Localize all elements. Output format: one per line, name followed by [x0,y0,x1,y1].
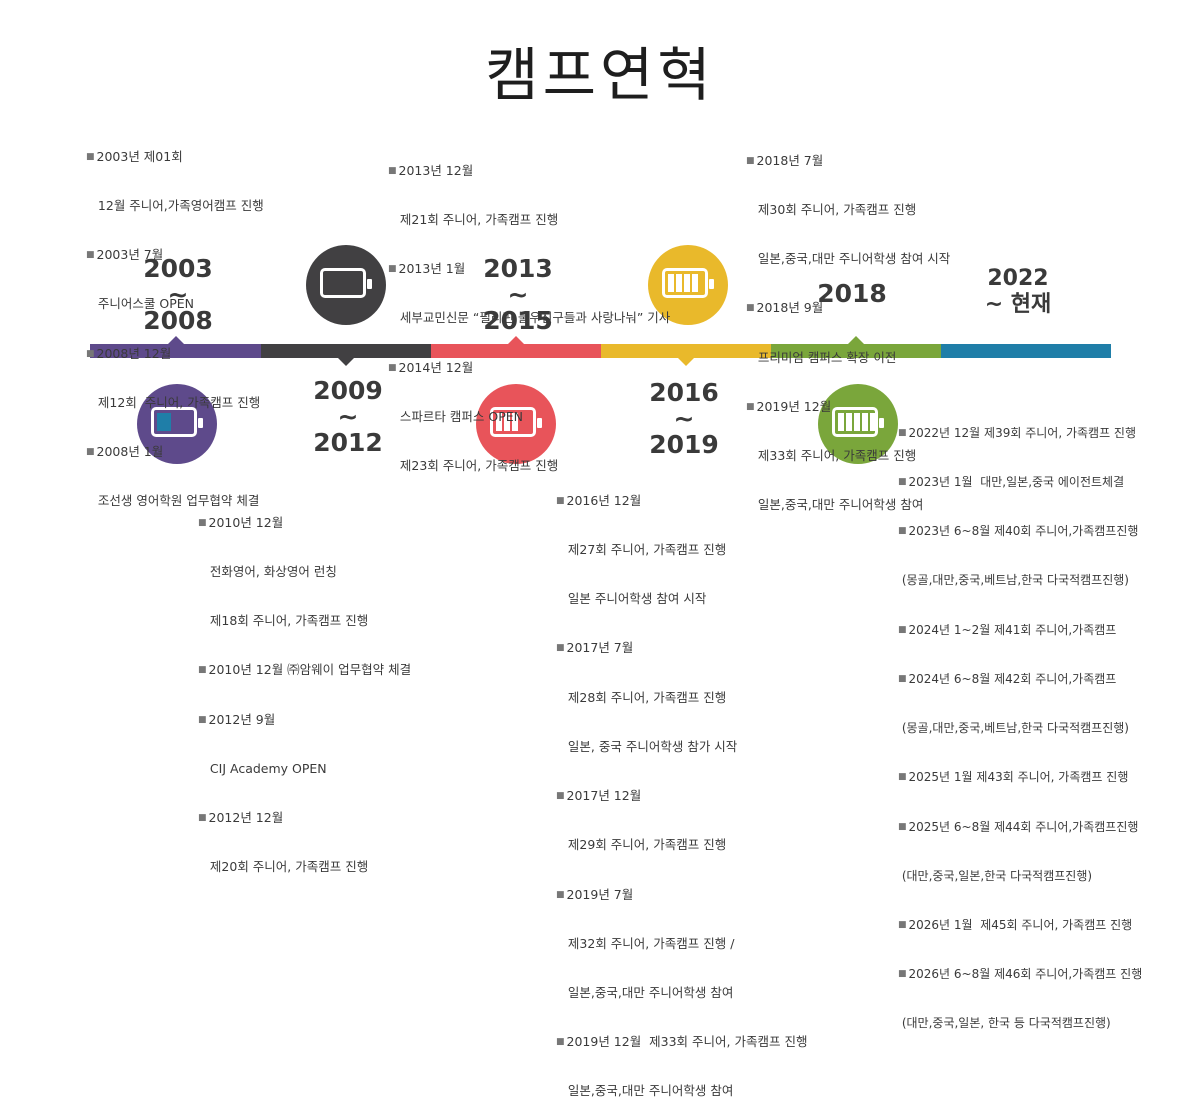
timeline-segment-2018 [771,344,941,358]
note-item: 스파르타 캠퍼스 OPEN [399,408,523,424]
note-item: ■2003년 제01회 [86,148,183,164]
timeline-segment-2013 [431,344,601,358]
note-item: 제32회 주니어, 가족캠프 진행 / [567,935,735,951]
page-title: 캠프연혁 [485,41,715,109]
note-item: ■2017년 12월 [556,788,642,804]
battery-empty-icon [306,245,386,325]
period-label-2022: 2022~ 현재 [984,266,1052,317]
note-item: 제28회 주니어, 가족캠프 진행 [567,689,727,705]
notes-2009-2012: ■2010년 12월 전화영어, 화상영어 런칭 제18회 주니어, 가족캠프 … [198,482,411,892]
notes-2013-2015: ■2013년 12월 제21회 주니어, 가족캠프 진행 ■2013년 1월 세… [388,130,670,491]
note-item: 일본, 중국 주니어학생 참가 시작 [567,738,738,754]
note-item: 제23회 주니어, 가족캠프 진행 [399,458,559,474]
note-item: 주니어스쿨 OPEN [97,296,195,312]
timeline-segment-2016 [601,344,771,358]
note-item: (대만,중국,일본, 한국 등 다국적캠프진행) [901,1016,1111,1031]
note-item: ■2018년 9월 [746,300,824,316]
note-item: ■2022년 12월 제39회 주니어, 가족캠프 진행 [898,425,1137,440]
note-item: ■2003년 7월 [86,247,164,263]
note-item: 일본,중국,대만 주니어학생 참여 [757,497,924,513]
note-item: ■2023년 1월 대만,일본,중국 에이전트체결 [898,475,1125,490]
note-item: ■2013년 12월 [388,162,474,178]
timeline-notch-2013 [508,336,524,344]
note-item: (몽골,대만,중국,베트남,한국 다국적캠프진행) [901,721,1129,736]
note-item: 전화영어, 화상영어 런칭 [209,564,337,580]
note-item: 프리미엄 캠퍼스 확장 이전 [757,349,897,365]
note-item: 제30회 주니어, 가족캠프 진행 [757,202,917,218]
note-item: 일본,중국,대만 주니어학생 참여 시작 [757,251,951,267]
note-item: ■2008년 12월 [86,345,172,361]
note-item: 조선생 영어학원 업무협약 체결 [97,493,260,509]
note-item: ■2025년 6~8월 제44회 주니어,가족캠프진행 [898,819,1139,834]
note-item: ■2024년 1~2월 제41회 주니어,가족캠프 [898,622,1117,637]
timeline-segment-2003 [90,344,261,358]
note-item: 제20회 주니어, 가족캠프 진행 [209,859,369,875]
period-label-2013: 2013~2015 [483,254,553,335]
notes-2016-2019: ■2016년 12월 제27회 주니어, 가족캠프 진행 일본 주니어학생 참여… [556,460,807,1116]
note-item: 제21회 주니어, 가족캠프 진행 [399,212,559,228]
note-item: ■2010년 12월 ㈜암웨이 업무협약 체결 [198,662,412,678]
notes-2022-present: ■2022년 12월 제39회 주니어, 가족캠프 진행 ■2023년 1월 대… [898,392,1142,1048]
timeline-notch-2003 [168,336,184,344]
note-item: 일본 주니어학생 참여 시작 [567,591,707,607]
note-item: 제33회 주니어, 가족캠프 진행 [757,448,917,464]
timeline-notch-2016 [678,358,694,366]
period-label-2003: 2003~2008 [143,254,213,335]
timeline-segment-2009 [261,344,431,358]
note-item: 제18회 주니어, 가족캠프 진행 [209,613,369,629]
note-item: ■2012년 12월 [198,810,284,826]
note-item: 일본,중국,대만 주니어학생 참여 [567,1083,734,1099]
note-item: ■2019년 7월 [556,886,634,902]
note-item: 제29회 주니어, 가족캠프 진행 [567,837,727,853]
timeline-notch-2009 [338,358,354,366]
battery-quarter-icon [476,384,556,464]
note-item: 제27회 주니어, 가족캠프 진행 [567,542,727,558]
note-item: ■2026년 6~8월 제46회 주니어,가족캠프 진행 [898,967,1143,982]
note-item: ■2017년 7월 [556,640,634,656]
note-item: 일본,중국,대만 주니어학생 참여 [567,985,734,1000]
note-item: 세부교민신문 “필리핀 불우친구들과 사랑나눠” 기사 [399,310,671,326]
note-item: ■2008년 1월 [86,444,164,460]
battery-low-icon [137,384,217,464]
note-item: ■2013년 1월 [388,261,466,277]
note-item: ■2010년 12월 [198,514,284,530]
period-label-2009: 2009~2012 [313,376,383,457]
note-item: 제12회 주니어, 가족캠프 진행 [97,394,261,410]
note-item: ■2019년 12월 제33회 주니어, 가족캠프 진행 [556,1034,808,1050]
notes-2003-2008: ■2003년 제01회 12월 주니어,가족영어캠프 진행 ■2003년 7월 … [86,116,264,526]
note-item: ■2012년 9월 [198,711,276,727]
note-item: (대만,중국,일본,한국 다국적캠프진행) [901,868,1093,883]
note-item: ■2026년 1월 제45회 주니어, 가족캠프 진행 [898,918,1133,932]
timeline-notch-2018 [848,336,864,344]
note-item: ■2016년 12월 [556,492,642,508]
timeline-segment-2022 [941,344,1111,358]
note-item: ■2014년 12월 [388,359,474,375]
note-item: ■2018년 7월 [746,152,824,168]
note-item: ■2025년 1월 제43회 주니어, 가족캠프 진행 [898,770,1129,785]
note-item: 12월 주니어,가족영어캠프 진행 [97,198,264,214]
note-item: ■2023년 6~8월 제40회 주니어,가족캠프진행 [898,524,1139,539]
note-item: CIJ Academy OPEN [209,760,327,776]
battery-half-icon [648,245,728,325]
note-item: (몽골,대만,중국,베트남,한국 다국적캠프진행) [901,573,1129,588]
period-label-2018: 2018 [817,279,887,308]
battery-high-icon [818,384,898,464]
note-item: ■2019년 12월 [746,398,832,414]
period-label-2016: 2016~2019 [649,378,719,459]
note-item: ■2024년 6~8월 제42회 주니어,가족캠프 [898,671,1117,686]
notes-2018: ■2018년 7월 제30회 주니어, 가족캠프 진행 일본,중국,대만 주니어… [746,120,950,530]
